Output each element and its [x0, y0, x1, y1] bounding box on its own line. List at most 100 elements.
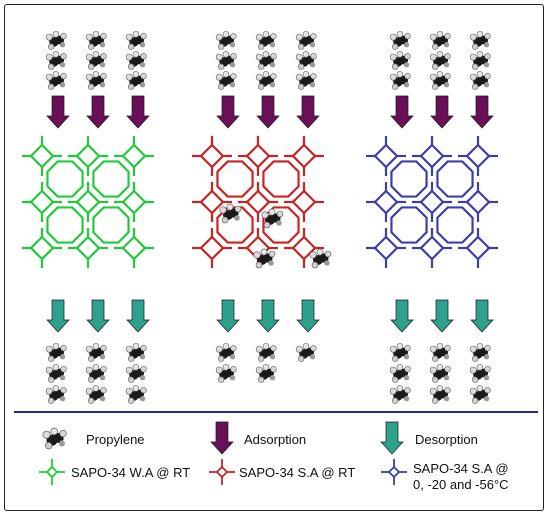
- desorption-arrow: [126, 299, 150, 333]
- framework-ring: [216, 160, 254, 198]
- propylene-molecule-out: [255, 364, 277, 383]
- panel-sa-cold: [366, 31, 498, 404]
- propylene-molecule-in: [45, 71, 67, 90]
- figure-frame: [4, 4, 544, 511]
- adsorption-arrow: [126, 95, 150, 129]
- propylene-molecule-in: [45, 51, 67, 70]
- framework-cage-square: [291, 143, 317, 169]
- adsorption-arrow: [256, 95, 280, 129]
- propylene-molecule-in: [215, 31, 237, 50]
- framework-cage-square: [121, 143, 147, 169]
- framework-cage-square: [291, 189, 317, 215]
- adsorption-arrow: [216, 95, 240, 129]
- desorption-arrow: [430, 299, 454, 333]
- framework-ring: [436, 206, 474, 244]
- propylene-molecule-out: [125, 364, 147, 383]
- propylene-molecule-out: [429, 385, 451, 404]
- framework-ring: [262, 160, 300, 198]
- legend-sa-rt-framework-icon: [209, 459, 235, 485]
- propylene-molecule-in: [469, 71, 491, 90]
- propylene-molecule-in: [429, 31, 451, 50]
- framework-cage-square: [29, 189, 55, 215]
- desorption-arrow: [46, 299, 70, 333]
- framework-cage-square: [245, 189, 271, 215]
- propylene-molecule-out: [215, 364, 237, 383]
- legend-label-adsorption: Adsorption: [244, 432, 307, 447]
- propylene-molecule-in: [429, 51, 451, 70]
- propylene-molecule-adsorbed: [309, 248, 332, 269]
- desorption-arrow: [470, 299, 494, 333]
- legend-label-sapo-sa-cold-2: 0, -20 and -56°C: [413, 477, 509, 492]
- framework-cage-square: [465, 189, 491, 215]
- legend-label-sapo-sa-cold-1: SAPO-34 S.A @: [413, 461, 509, 476]
- framework-cage-square: [199, 235, 225, 261]
- propylene-molecule-out: [389, 364, 411, 383]
- propylene-molecule-in: [429, 71, 451, 90]
- propylene-molecule-adsorbed: [261, 208, 284, 229]
- propylene-molecule-in: [469, 51, 491, 70]
- panel-sa-rt: [192, 31, 332, 383]
- propylene-molecule-in: [215, 51, 237, 70]
- framework-cage-square: [419, 235, 445, 261]
- propylene-molecule-in: [389, 71, 411, 90]
- framework-cage-square: [121, 235, 147, 261]
- desorption-arrow: [390, 299, 414, 333]
- propylene-molecule-in: [255, 51, 277, 70]
- desorption-arrow: [216, 299, 240, 333]
- legend-propylene-icon: [42, 427, 67, 450]
- propylene-molecule-in: [295, 51, 317, 70]
- legend-icons-layer: [39, 421, 407, 485]
- propylene-molecule-out: [85, 364, 107, 383]
- propylene-molecule-out: [45, 343, 67, 362]
- framework-ring: [390, 160, 428, 198]
- legend-wa-framework-icon: [39, 459, 65, 485]
- propylene-molecule-in: [389, 51, 411, 70]
- legend-label-desorption: Desorption: [415, 432, 478, 447]
- framework-cage-square: [373, 235, 399, 261]
- framework-cage-square: [465, 143, 491, 169]
- framework-sa-cold: [366, 136, 498, 268]
- framework-cage-square: [245, 143, 271, 169]
- legend-desorption-icon: [380, 421, 404, 455]
- propylene-molecule-out: [429, 343, 451, 362]
- propylene-molecule-in: [85, 51, 107, 70]
- panel-wa: [22, 31, 154, 404]
- propylene-molecule-out: [45, 364, 67, 383]
- adsorption-arrow: [46, 95, 70, 129]
- propylene-molecule-in: [85, 31, 107, 50]
- legend-sa-cold-framework-icon: [381, 459, 407, 485]
- framework-cage-square: [121, 189, 147, 215]
- framework-cage-square: [373, 189, 399, 215]
- framework-ring: [436, 160, 474, 198]
- panels-layer: [22, 31, 498, 404]
- adsorption-arrow: [86, 95, 110, 129]
- framework-ring: [92, 160, 130, 198]
- propylene-molecule-in: [215, 71, 237, 90]
- propylene-molecule-out: [85, 385, 107, 404]
- adsorption-arrow: [296, 95, 320, 129]
- framework-cage-square: [465, 235, 491, 261]
- desorption-arrow: [256, 299, 280, 333]
- propylene-molecule-out: [469, 385, 491, 404]
- propylene-molecule-out: [295, 343, 317, 362]
- propylene-molecule-in: [469, 31, 491, 50]
- framework-cage-square: [29, 143, 55, 169]
- legend-label-sapo-sa-rt: SAPO-34 S.A @ RT: [239, 465, 356, 480]
- propylene-molecule-out: [389, 343, 411, 362]
- propylene-molecule-out: [215, 343, 237, 362]
- adsorption-arrow: [470, 95, 494, 129]
- propylene-molecule-out: [125, 385, 147, 404]
- propylene-molecule-out: [469, 364, 491, 383]
- propylene-molecule-out: [125, 343, 147, 362]
- propylene-molecule-in: [295, 31, 317, 50]
- framework-cage-square: [75, 235, 101, 261]
- propylene-molecule-in: [255, 71, 277, 90]
- propylene-molecule-out: [45, 385, 67, 404]
- propylene-molecule-in: [125, 71, 147, 90]
- propylene-molecule-in: [45, 31, 67, 50]
- framework-cage-square: [75, 189, 101, 215]
- framework-ring: [216, 206, 254, 244]
- propylene-molecule-in: [125, 31, 147, 50]
- legend-adsorption-icon: [210, 421, 234, 455]
